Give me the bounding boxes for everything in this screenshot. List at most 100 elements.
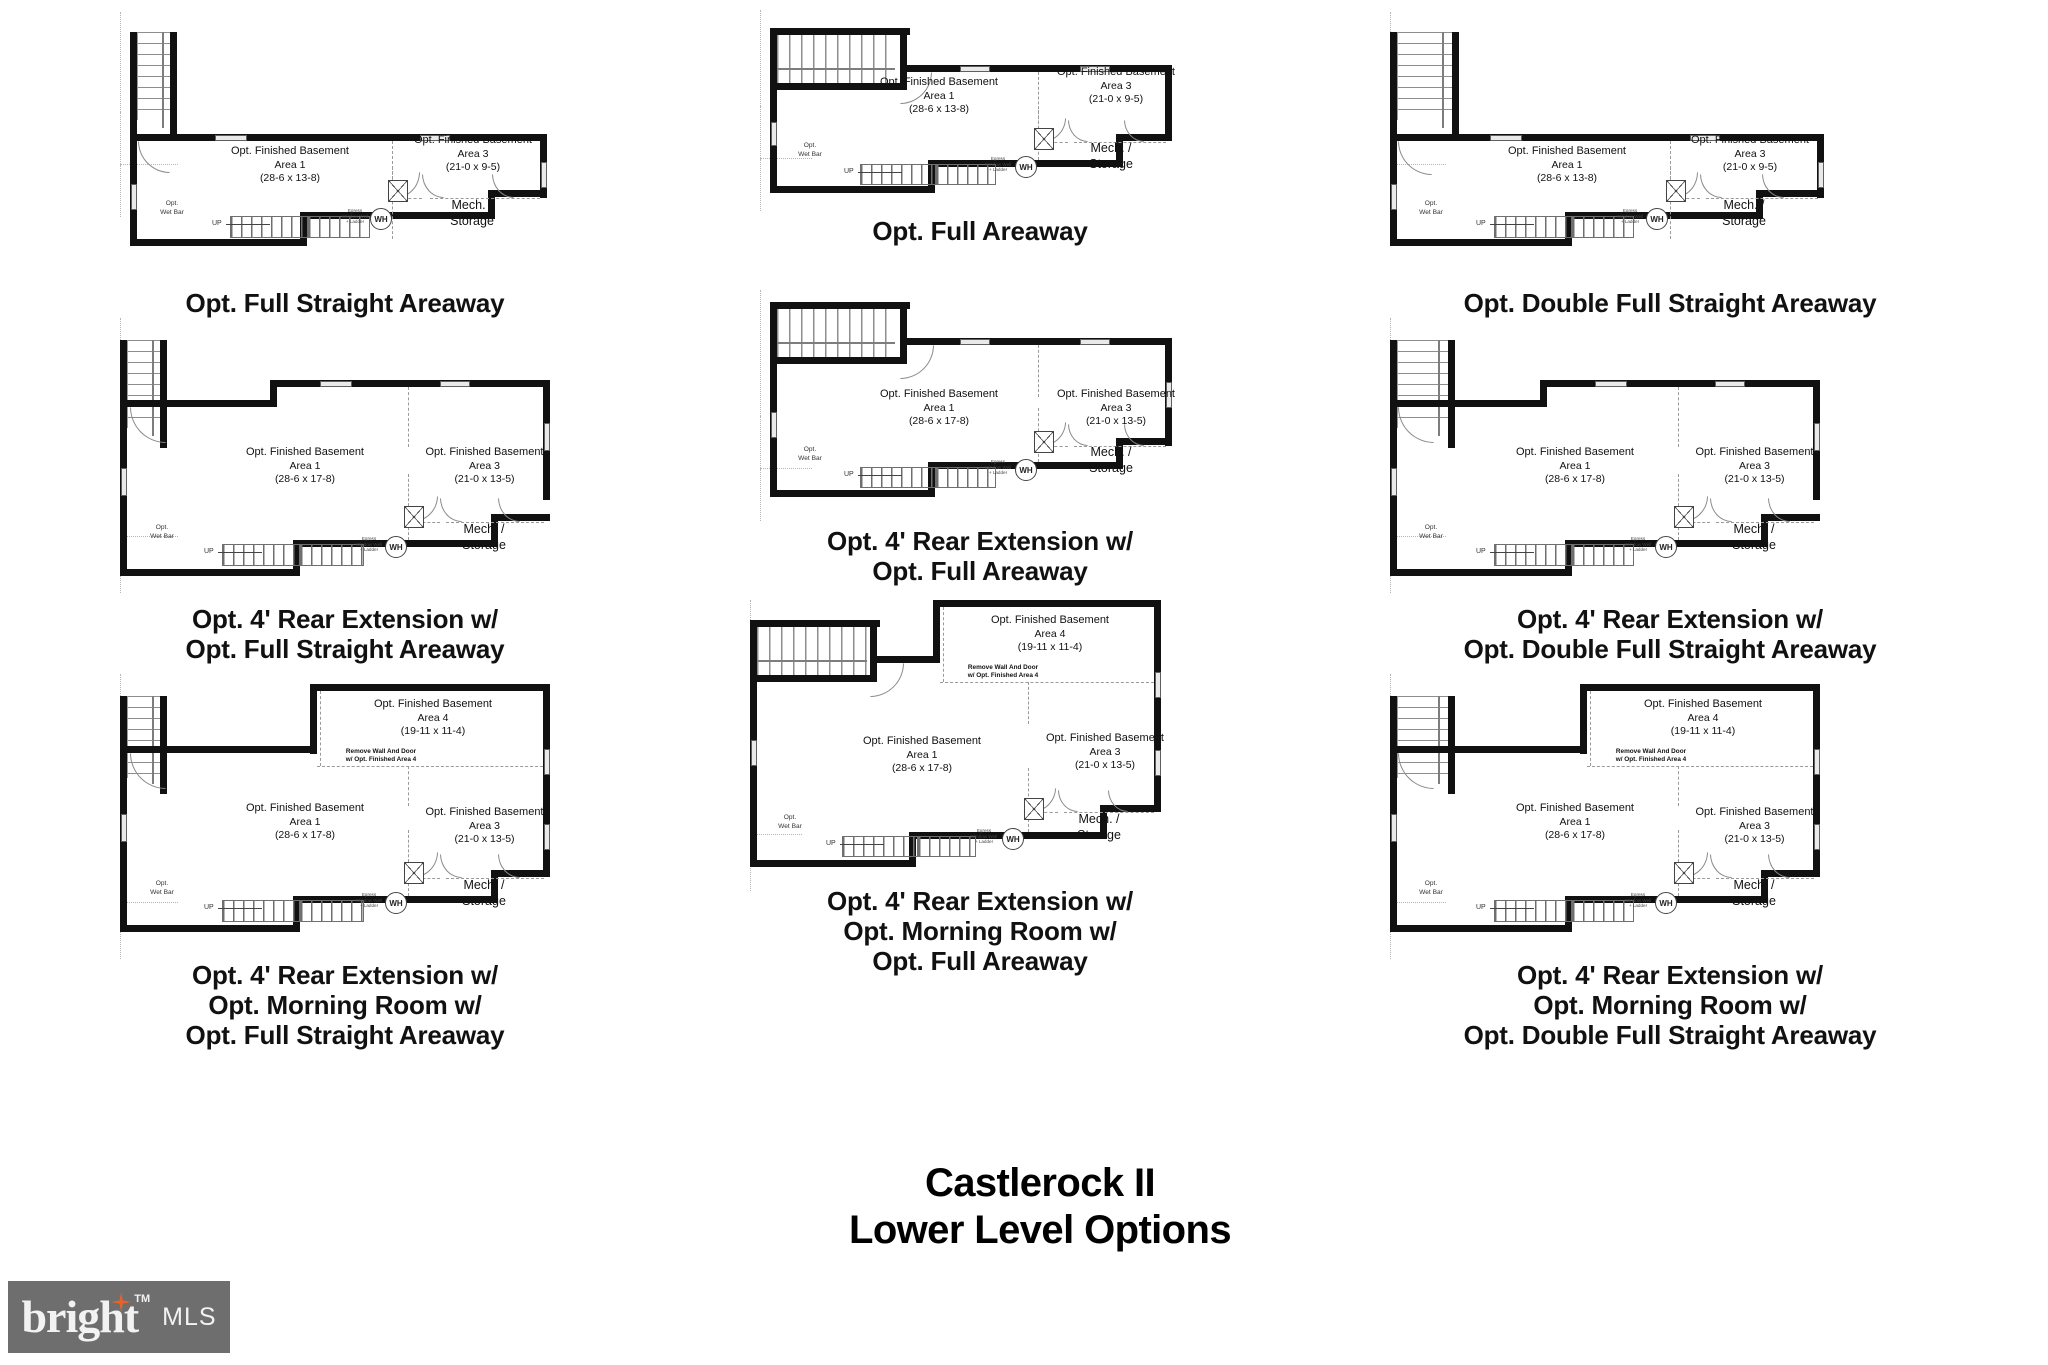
furnace-icon (404, 506, 424, 528)
wet-bar-label: Opt. Wet Bar (1419, 880, 1443, 896)
interior-stair (936, 164, 996, 185)
bright-logo-text: bright TM (21, 1291, 151, 1342)
window (544, 824, 550, 850)
wet-bar-label: Opt. Wet Bar (160, 200, 184, 216)
interior-stair (842, 836, 918, 857)
remove-wall-note: Remove Wall And Door w/ Opt. Finished Ar… (967, 664, 1039, 680)
window (771, 412, 777, 438)
room-label-area1: Opt. Finished Basement Area 1 (28-6 x 17… (862, 735, 981, 774)
plan-card-rear-ext-morning-room-full-areaway[interactable]: Remove Wall And Door w/ Opt. Finished Ar… (740, 600, 1340, 980)
room-label-mech-storage: Mech. / Storage (1732, 878, 1776, 908)
window (1155, 672, 1161, 698)
room-label-area3: Opt. Finished Basement Area 3 (21-0 x 13… (1045, 732, 1164, 771)
window (121, 468, 127, 496)
areaway-stair (137, 32, 170, 120)
room-label-area3: Opt. Finished Basement Area 3 (21-0 x 13… (1056, 388, 1175, 427)
water-heater-icon: WH (370, 208, 392, 230)
furnace-icon (1034, 431, 1054, 453)
window (1690, 135, 1720, 141)
areaway-stair (777, 35, 895, 83)
window (1490, 135, 1522, 141)
interior-stair (1494, 544, 1572, 566)
room-label-area3: Opt. Finished Basement Area 3 (21-0 x 13… (425, 446, 544, 485)
up-arrow: UP (844, 471, 901, 478)
interior-stair (860, 164, 936, 185)
interior-stair (308, 216, 370, 238)
furnace-icon (1666, 180, 1686, 202)
furnace-icon (1024, 798, 1044, 820)
room-label-mech-storage: Mech. / Storage (462, 522, 506, 552)
room-label-area1: Opt. Finished Basement Area 1 (28-6 x 17… (879, 388, 998, 427)
room-label-mech-storage: Mech. / Storage (1722, 198, 1766, 228)
furnace-icon (404, 862, 424, 884)
interior-stair (918, 836, 976, 857)
areaway-stair (757, 627, 867, 675)
window (771, 122, 777, 146)
interior-stair (300, 900, 364, 922)
page-title: Castlerock II Lower Level Options (740, 1160, 1340, 1254)
plan-card-rear-ext-morning-room-double-full-straight-areaway[interactable]: Remove Wall And Door w/ Opt. Finished Ar… (1390, 674, 1990, 1054)
window (320, 381, 352, 387)
window (1818, 162, 1824, 188)
plan-caption: Opt. 4' Rear Extension w/ Opt. Morning R… (826, 886, 1134, 977)
plan-caption: Opt. 4' Rear Extension w/ Opt. Full Stra… (185, 604, 505, 665)
bright-mls-watermark: bright TM MLS (8, 1281, 230, 1353)
room-label-area1: Opt. Finished Basement Area 1 (28-6 x 17… (1515, 446, 1634, 485)
water-heater-icon: WH (1646, 208, 1668, 230)
room-label-area3: Opt. Finished Basement Area 3 (21-0 x 13… (1695, 806, 1814, 845)
floor-plan-drawing: Remove Wall And Door w/ Opt. Finished Ar… (120, 674, 560, 959)
water-heater-icon: WH (1655, 536, 1677, 558)
window (751, 740, 757, 766)
window (1814, 749, 1820, 775)
plan-card-rear-ext-morning-room-full-straight-areaway[interactable]: Remove Wall And Door w/ Opt. Finished Ar… (120, 674, 720, 1054)
interior-stair (1494, 900, 1572, 922)
areaway-stair (777, 309, 895, 357)
room-label-mech-storage: Mech. / Storage (462, 878, 506, 908)
water-heater-icon: WH (1015, 156, 1037, 178)
wet-bar-label: Opt. Wet Bar (150, 524, 174, 540)
window (1595, 381, 1627, 387)
floor-plan-drawing: Remove Wall And Door w/ Opt. Finished Ar… (1390, 674, 1830, 959)
water-heater-icon: WH (385, 536, 407, 558)
window (1391, 184, 1397, 210)
window (1391, 814, 1397, 842)
window (544, 423, 550, 451)
plan-caption: Opt. Double Full Straight Areaway (1463, 288, 1877, 318)
interior-stair (300, 544, 364, 566)
water-heater-icon: WH (1655, 892, 1677, 914)
room-label-area1: Opt. Finished Basement Area 1 (28-6 x 17… (245, 446, 364, 485)
window (541, 162, 547, 188)
remove-wall-note: Remove Wall And Door w/ Opt. Finished Ar… (1615, 748, 1687, 764)
window (131, 184, 137, 210)
window (1814, 824, 1820, 850)
window (960, 66, 990, 72)
wet-bar-label: Opt. Wet Bar (150, 880, 174, 896)
up-arrow: UP (1476, 220, 1533, 227)
interior-stair (222, 900, 300, 922)
room-label-area3: Opt. Finished Basement Area 3 (21-0 x 13… (425, 806, 544, 845)
window (440, 381, 470, 387)
room-label-mech-storage: Mech. / Storage (1077, 812, 1121, 842)
mls-logo-text: MLS (162, 1302, 217, 1331)
furnace-icon (1034, 128, 1054, 150)
up-arrow: UP (204, 548, 261, 555)
interior-stair (1494, 216, 1572, 238)
wet-bar-label: Opt. Wet Bar (798, 446, 822, 462)
room-label-mech-storage: Mech. / Storage (450, 198, 494, 228)
room-label-area1: Opt. Finished Basement Area 1 (28-6 x 13… (1507, 145, 1626, 184)
window (1155, 750, 1161, 776)
water-heater-icon: WH (385, 892, 407, 914)
